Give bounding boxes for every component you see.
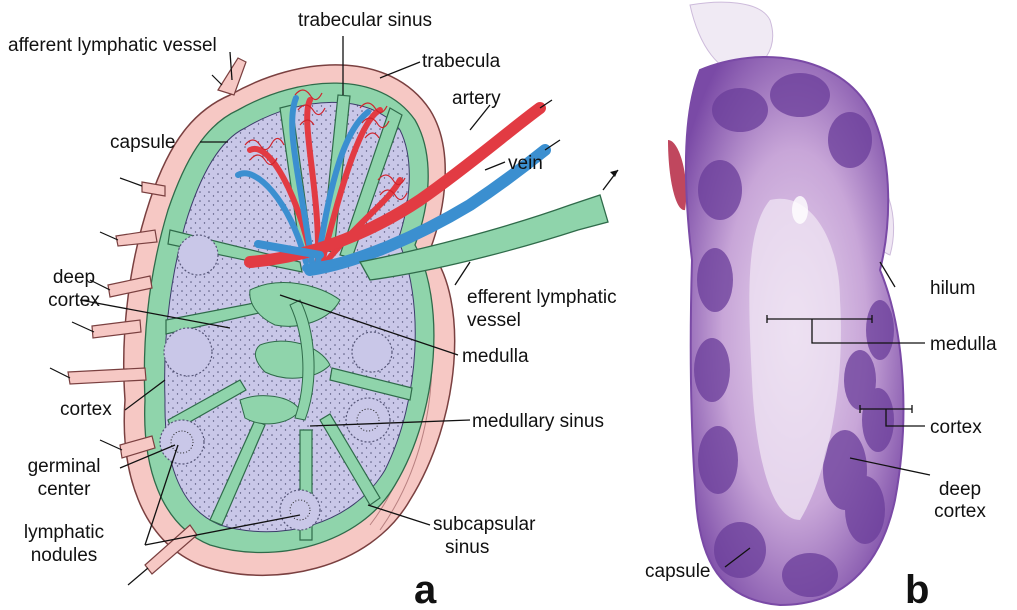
label-medulla-b: medulla: [930, 334, 997, 355]
label-efferent-lymphatic-1: efferent lymphatic: [467, 287, 617, 308]
panel-b-micrograph: hilum medulla cortex deep cortex capsule…: [645, 2, 997, 610]
panel-letter-b: b: [905, 568, 929, 610]
panel-letter-a: a: [414, 568, 437, 610]
label-lymphatic-nodules-2: nodules: [31, 545, 98, 566]
label-germinal-center-1: germinal: [28, 456, 101, 477]
label-deep-cortex-b-2: cortex: [934, 501, 986, 522]
label-capsule-a: capsule: [110, 132, 176, 153]
label-deep-cortex-a-2: cortex: [48, 290, 100, 311]
label-artery: artery: [452, 88, 501, 109]
label-efferent-lymphatic-2: vessel: [467, 310, 521, 331]
label-subcapsular-sinus-1: subcapsular: [433, 514, 536, 535]
label-vein: vein: [508, 153, 543, 174]
label-trabecular-sinus: trabecular sinus: [298, 10, 432, 31]
label-subcapsular-sinus-2: sinus: [445, 537, 489, 558]
label-cortex-a: cortex: [60, 399, 112, 420]
label-capsule-b: capsule: [645, 561, 711, 582]
label-lymphatic-nodules-1: lymphatic: [24, 522, 104, 543]
label-hilum: hilum: [930, 278, 975, 299]
label-medullary-sinus: medullary sinus: [472, 411, 604, 432]
label-deep-cortex-a-1: deep: [53, 267, 95, 288]
panel-a-illustration: trabecular sinus afferent lymphatic vess…: [8, 10, 618, 610]
label-afferent-lymphatic-vessel: afferent lymphatic vessel: [8, 35, 217, 56]
label-germinal-center-2: center: [38, 479, 91, 500]
label-deep-cortex-b-1: deep: [939, 479, 981, 500]
label-trabecula: trabecula: [422, 51, 501, 72]
label-medulla-a: medulla: [462, 346, 529, 367]
label-cortex-b: cortex: [930, 417, 982, 438]
